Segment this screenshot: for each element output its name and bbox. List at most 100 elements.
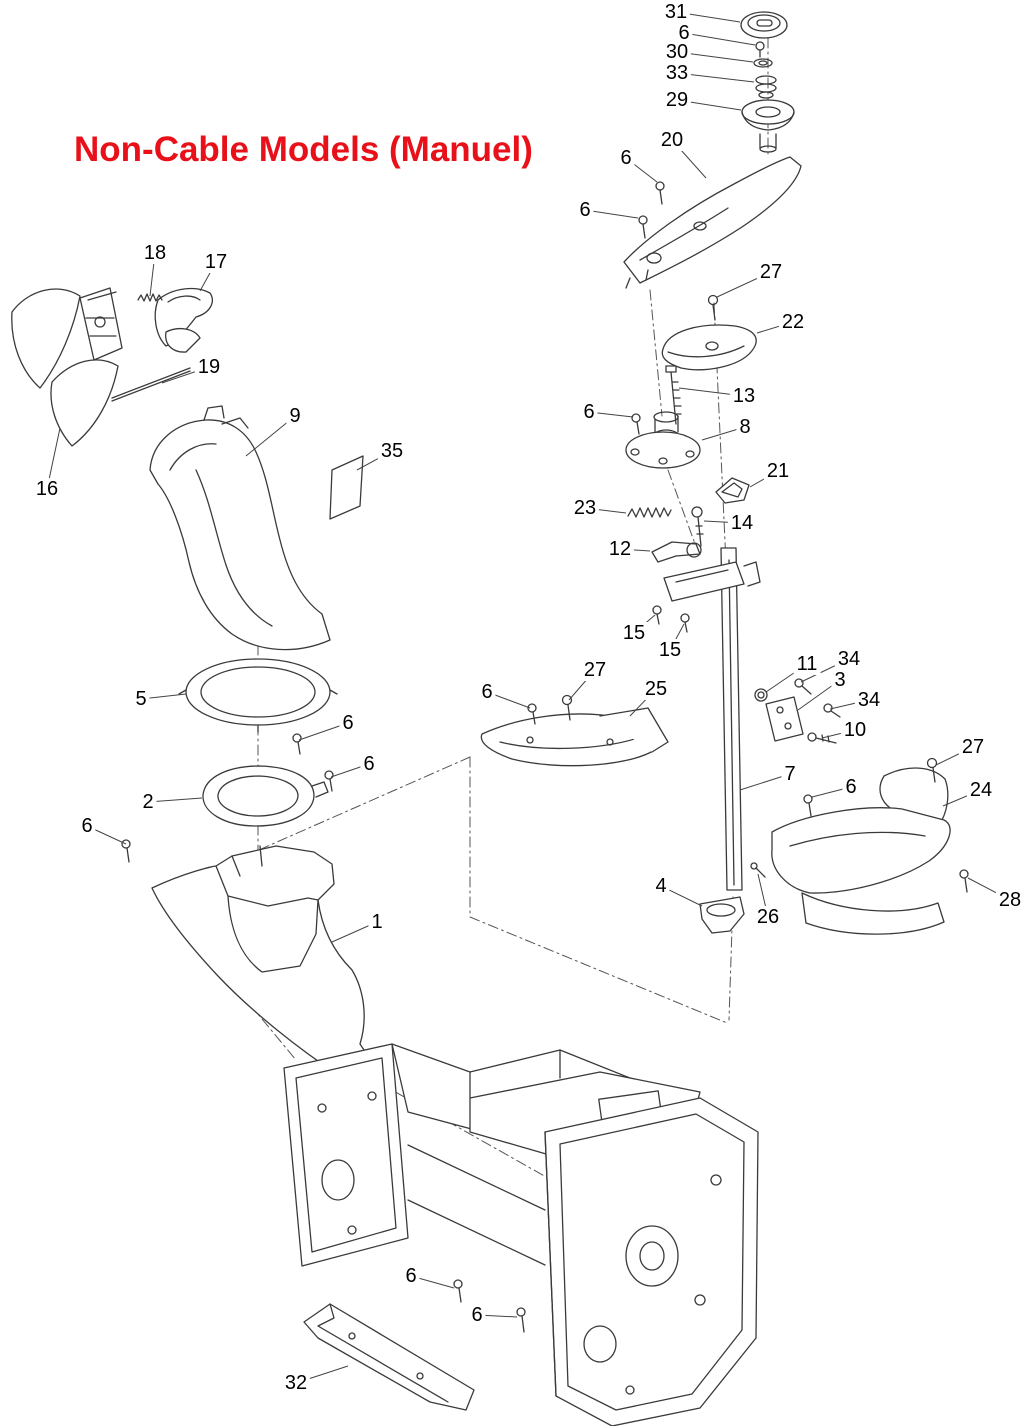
part-21-bracket [715,477,750,504]
part-callout-6: 6 [617,147,635,169]
part-5-ring [178,658,338,733]
part-callout-6: 6 [339,712,357,734]
part-callout-9: 9 [286,405,304,427]
part-1-chute-base [151,845,369,1077]
part-callout-34: 34 [834,648,864,670]
part-13-bolt [665,365,682,425]
page-title: Non-Cable Models (Manuel) [74,130,533,169]
part-callout-22: 22 [778,311,808,333]
part-callout-6: 6 [478,681,496,703]
part-9-chute-deflector [149,405,331,651]
part-callout-23: 23 [570,497,600,519]
part-16-impeller [11,287,123,447]
part-callout-17: 17 [201,251,231,273]
part-27-screw-a [707,294,719,321]
part-callout-8: 8 [736,416,754,438]
part-6-screw-gear [631,413,641,435]
part-2-ring [202,765,329,827]
part-10-bolt [807,732,837,744]
part-14-bolt [691,506,704,547]
part-callout-15: 15 [655,639,685,661]
part-callout-15: 15 [619,622,649,644]
part-28-screw [959,869,969,893]
part-callout-6: 6 [842,776,860,798]
frame-housing [283,1043,759,1426]
part-callout-6: 6 [576,199,594,221]
part-6-screw-chute [121,839,131,863]
part-27-screw-c [926,757,938,783]
part-17-lever [154,287,213,353]
part-callout-35: 35 [377,440,407,462]
part-callout-6: 6 [468,1304,486,1326]
part-callout-28: 28 [995,889,1024,911]
part-32-scraper-bar [303,1303,475,1411]
part-6-screw-top [755,41,765,58]
part-24-bracket [771,767,951,935]
part-19-rod [111,367,191,402]
part-3-bracket [765,696,804,742]
part-callout-26: 26 [753,906,783,928]
part-34-screw-b [823,703,841,718]
part-callout-27: 27 [756,261,786,283]
part-callout-3: 3 [831,669,849,691]
part-4-spacer [699,896,745,934]
part-15-screw-b [680,613,690,633]
part-22-cover [661,324,757,371]
part-6-screw-frame-a [453,1279,463,1303]
part-30-washer [753,58,773,68]
part-11-washer [754,688,768,702]
part-callout-14: 14 [727,512,757,534]
part-6-screw-24 [803,794,813,817]
part-callout-19: 19 [194,356,224,378]
part-26-screw [750,862,766,878]
part-callout-27: 27 [958,736,988,758]
part-callout-30: 30 [662,41,692,63]
part-31-knob [740,11,788,39]
part-29-cap [741,99,795,153]
part-callout-6: 6 [78,815,96,837]
part-callout-18: 18 [140,242,170,264]
part-6-screw-arm-a [655,181,665,205]
part-callout-24: 24 [966,779,996,801]
part-12-crank [651,541,702,563]
part-callout-31: 31 [661,1,691,23]
part-35-decal [329,455,364,520]
part-callout-11: 11 [793,653,821,675]
part-15-screw-a [652,605,662,625]
part-callout-25: 25 [641,678,671,700]
part-callout-1: 1 [368,911,386,933]
part-callout-27: 27 [580,659,610,681]
part-callout-4: 4 [652,875,670,897]
part-callout-2: 2 [139,791,157,813]
part-callout-6: 6 [360,753,378,775]
part-18-spring [137,293,163,302]
part-34-screw-a [794,678,812,695]
part-6-screw-ring2 [324,770,334,792]
part-callout-34: 34 [854,689,884,711]
part-callout-12: 12 [605,538,635,560]
center-lines [159,37,769,1179]
part-callout-16: 16 [32,478,62,500]
part-callout-29: 29 [662,89,692,111]
part-callout-7: 7 [781,763,799,785]
part-callout-13: 13 [729,385,759,407]
part-27-screw-b [561,694,573,721]
part-callout-6: 6 [580,401,598,423]
part-6-screw-frame-b [516,1307,526,1333]
part-callout-33: 33 [662,62,692,84]
part-6-screw-ring5 [292,733,302,755]
part-7-bar [663,547,761,891]
part-8-gear-assembly [625,411,701,469]
part-23-spring [627,507,672,518]
part-6-screw-bracket25 [527,703,537,725]
part-25-bracket [480,707,669,767]
part-callout-6: 6 [402,1265,420,1287]
part-callout-21: 21 [763,460,793,482]
part-33-retainer-rings [755,75,777,99]
part-callout-20: 20 [657,129,687,151]
part-callout-5: 5 [132,688,150,710]
part-callout-10: 10 [840,719,870,741]
